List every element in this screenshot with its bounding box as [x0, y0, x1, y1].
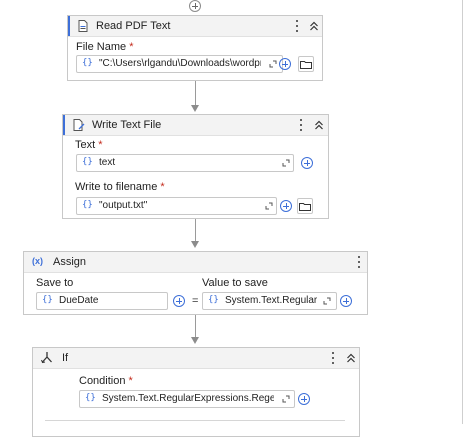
text-label: Text *: [75, 139, 103, 151]
plus-icon[interactable]: [280, 200, 292, 212]
activity-title: Assign: [53, 256, 87, 268]
connector-arrow-icon: [191, 337, 199, 344]
text-field[interactable]: {} text: [76, 154, 294, 172]
write-file-icon: [73, 119, 85, 131]
card-header[interactable]: (x) Assign: [24, 252, 367, 273]
activity-title: Read PDF Text: [96, 20, 171, 32]
more-options-icon[interactable]: [355, 255, 363, 269]
more-options-icon[interactable]: [329, 351, 337, 365]
add-activity-icon[interactable]: [189, 0, 201, 12]
expression-icon: {}: [208, 295, 219, 305]
read-pdf-text-activity[interactable]: Read PDF Text File Name * {} "C:\Users\r…: [67, 15, 323, 81]
file-name-value: "C:\Users\rlgandu\Downloads\wordpr: [99, 58, 261, 69]
connector-arrow-icon: [191, 241, 199, 248]
assign-activity[interactable]: (x) Assign Save to {} DueDate = Value to…: [23, 251, 368, 315]
if-branches-area: [45, 420, 345, 421]
file-name-label: File Name *: [76, 41, 134, 53]
value-to-save-field[interactable]: {} System.Text.RegularEx: [202, 292, 337, 310]
collapse-icon[interactable]: [313, 119, 325, 131]
assign-icon: (x): [32, 256, 43, 266]
condition-label: Condition *: [79, 375, 133, 387]
plus-icon[interactable]: [298, 393, 310, 405]
folder-icon[interactable]: [298, 56, 314, 72]
if-icon: [41, 352, 52, 364]
expression-icon: {}: [85, 393, 96, 403]
expression-icon: {}: [82, 200, 93, 210]
sequence-connector: [195, 315, 196, 340]
file-name-field[interactable]: {} "C:\Users\rlgandu\Downloads\wordpr: [76, 55, 283, 73]
collapse-icon[interactable]: [345, 352, 357, 364]
pdf-icon: [78, 20, 88, 32]
activity-title: If: [62, 352, 69, 364]
save-to-field[interactable]: {} DueDate: [36, 292, 168, 310]
write-to-filename-label: Write to filename *: [75, 181, 165, 193]
collapse-icon[interactable]: [308, 20, 320, 32]
plus-icon[interactable]: [340, 295, 352, 307]
expand-editor-icon[interactable]: [265, 202, 273, 210]
connector-arrow-icon: [191, 105, 199, 112]
expand-editor-icon[interactable]: [323, 297, 331, 305]
expression-icon: {}: [82, 157, 93, 167]
selection-accent: [63, 115, 65, 135]
save-to-value: DueDate: [59, 295, 99, 306]
text-value: text: [99, 157, 116, 168]
folder-icon[interactable]: [297, 198, 313, 214]
value-to-save-label: Value to save: [202, 277, 268, 289]
value-to-save-value: System.Text.RegularEx: [225, 295, 317, 306]
expression-icon: {}: [82, 58, 93, 68]
activity-title: Write Text File: [92, 119, 162, 131]
if-activity[interactable]: If Condition * {} System.Text.RegularExp…: [32, 347, 360, 437]
plus-icon[interactable]: [173, 295, 185, 307]
sequence-connector: [195, 219, 196, 244]
write-text-file-activity[interactable]: Write Text File Text * {} text Write to …: [62, 114, 329, 219]
more-options-icon[interactable]: [293, 19, 301, 33]
more-options-icon[interactable]: [297, 118, 305, 132]
card-header[interactable]: Read PDF Text: [68, 16, 322, 37]
plus-icon[interactable]: [301, 157, 313, 169]
card-header[interactable]: Write Text File: [63, 115, 328, 136]
selection-accent: [68, 16, 70, 36]
save-to-label: Save to: [36, 277, 74, 289]
expression-icon: {}: [42, 295, 53, 305]
expand-editor-icon[interactable]: [282, 159, 290, 167]
folder-glyph: [300, 61, 312, 69]
assign-equals: =: [192, 295, 199, 307]
expand-editor-icon[interactable]: [282, 395, 290, 403]
expand-editor-icon[interactable]: [269, 60, 277, 68]
plus-icon[interactable]: [279, 58, 291, 70]
folder-glyph: [299, 203, 311, 211]
condition-value: System.Text.RegularExpressions.Regex.IsM: [102, 393, 274, 404]
condition-field[interactable]: {} System.Text.RegularExpressions.Regex.…: [79, 390, 295, 408]
filename-value: "output.txt": [99, 200, 148, 211]
right-rail: [462, 0, 463, 424]
filename-field[interactable]: {} "output.txt": [76, 197, 277, 215]
sequence-connector: [195, 81, 196, 107]
card-header[interactable]: If: [33, 348, 359, 369]
